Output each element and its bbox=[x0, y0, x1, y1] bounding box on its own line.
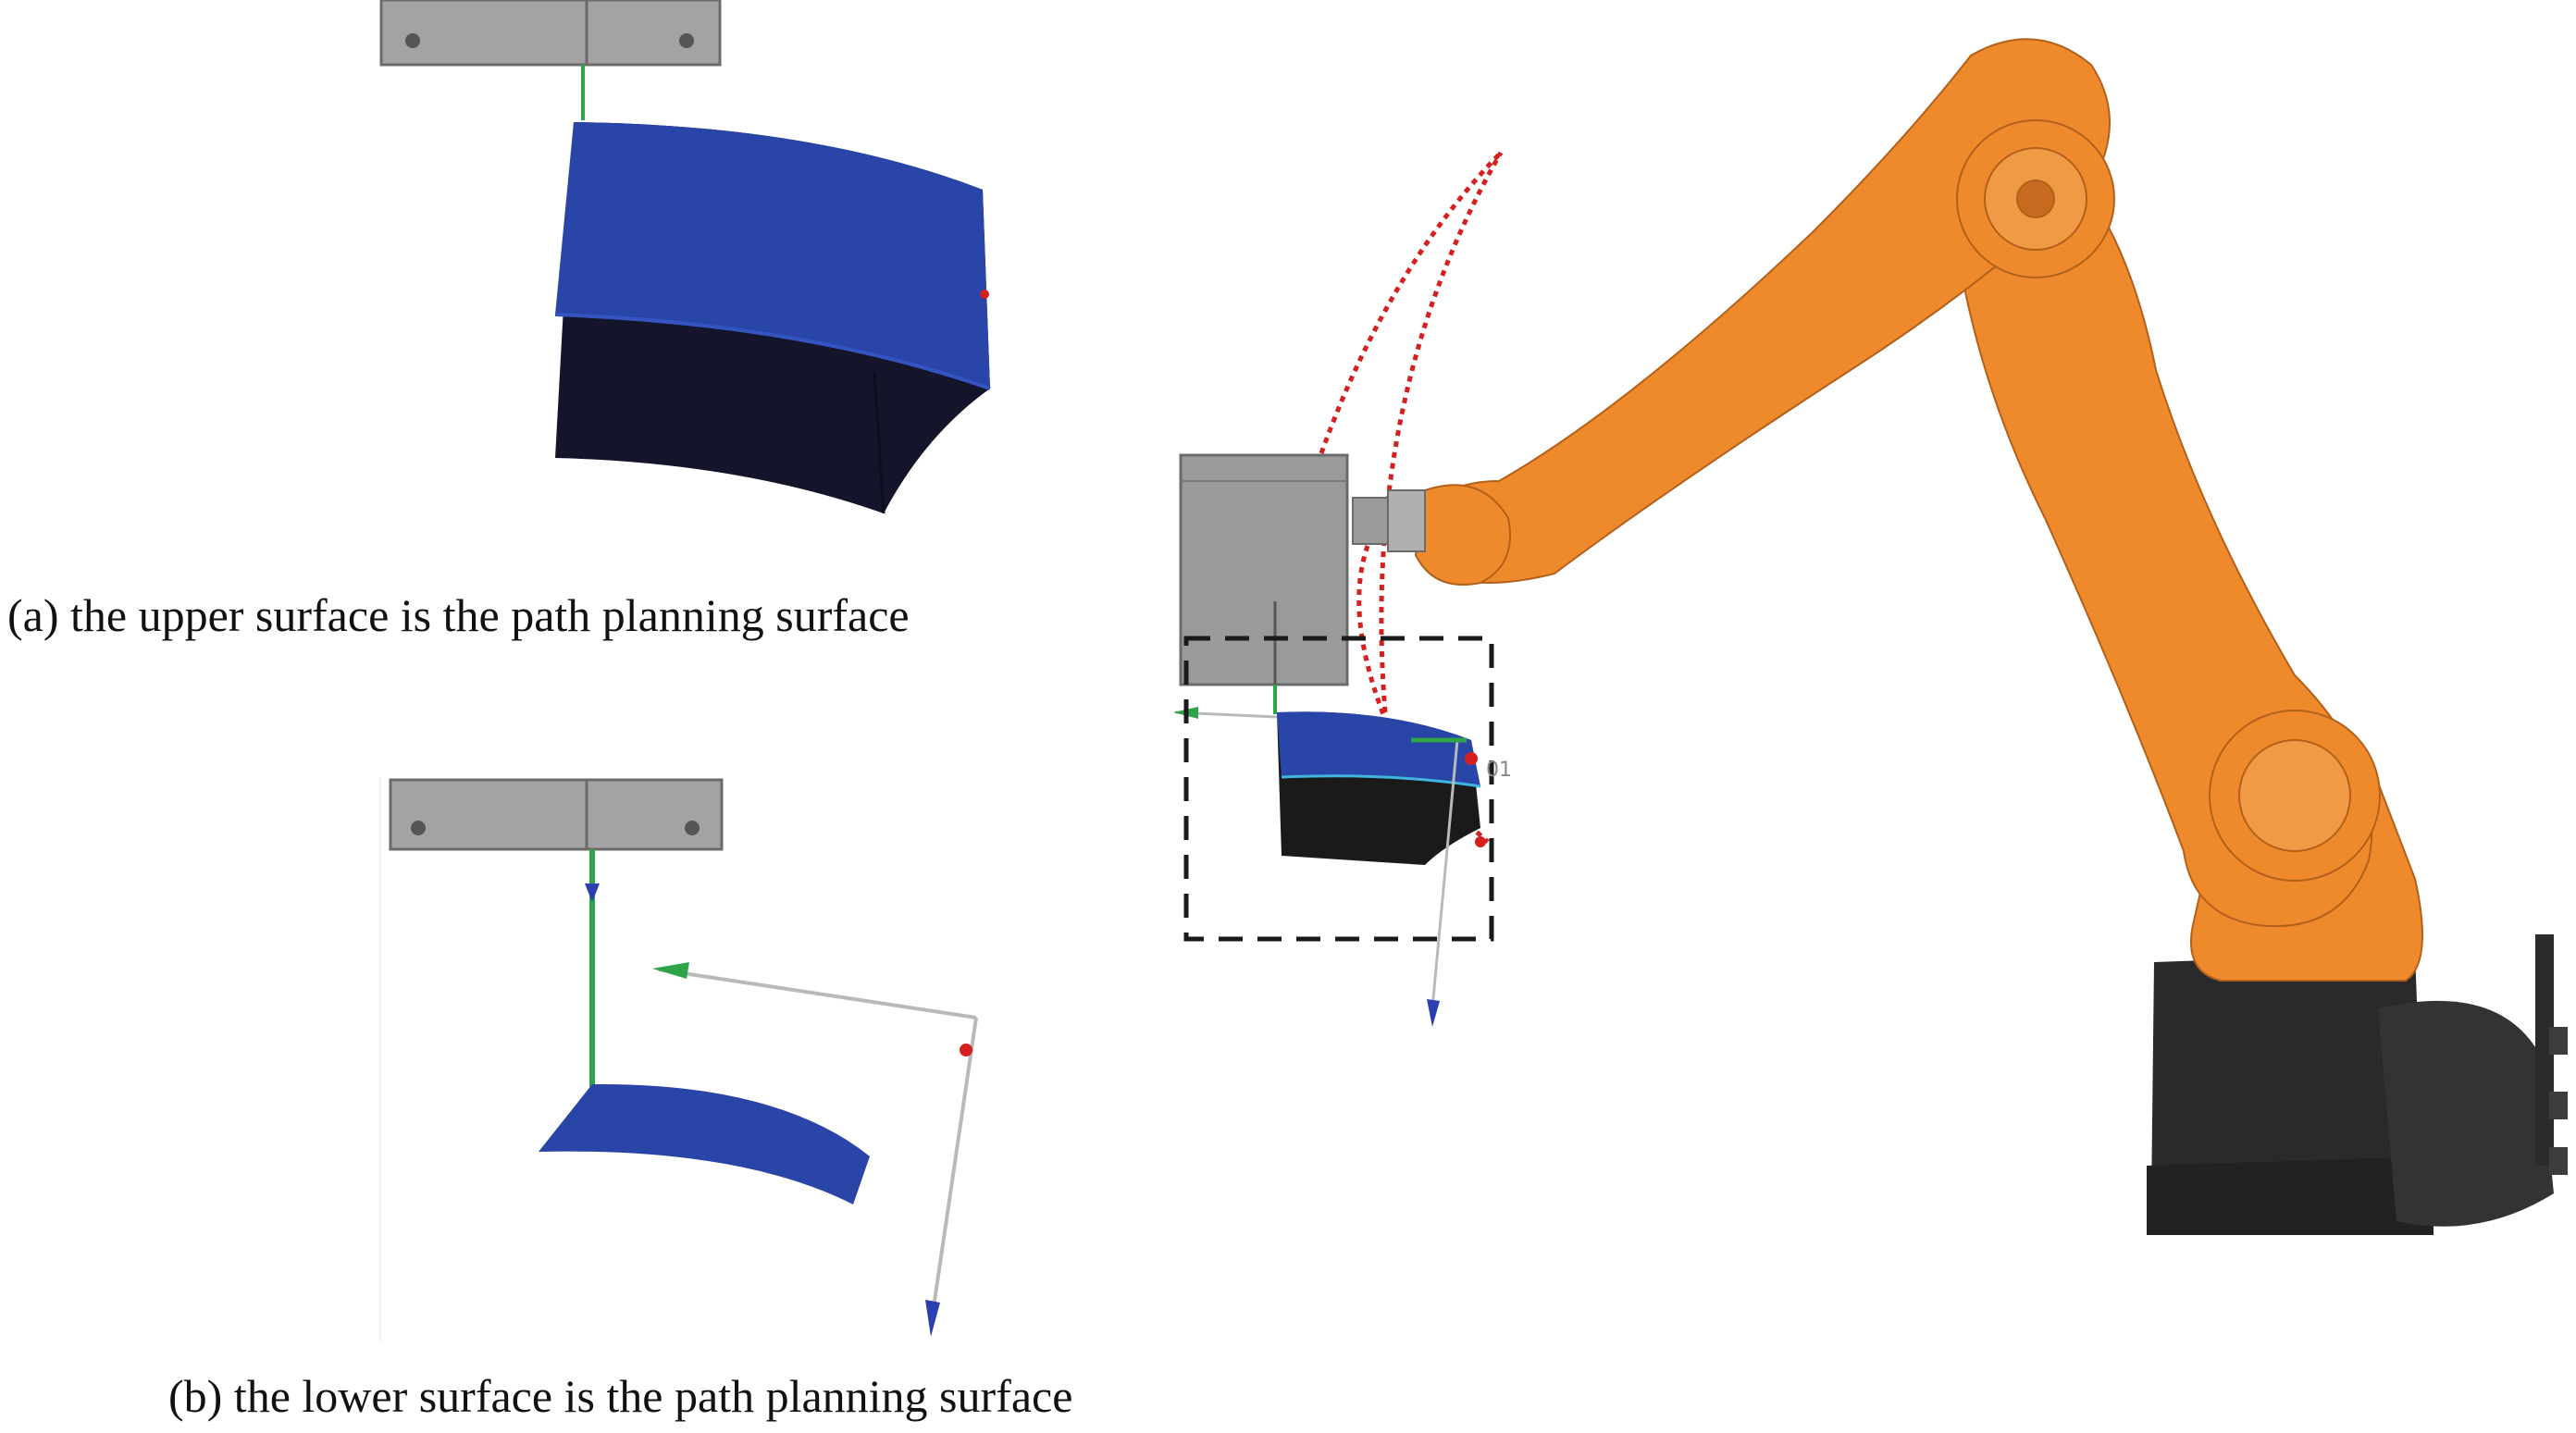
robot-lower-arm bbox=[1951, 158, 2423, 982]
lower-surface-b bbox=[539, 1083, 870, 1204]
screw-icon bbox=[679, 33, 694, 48]
robot-scene bbox=[1173, 38, 2568, 1235]
frame-origin-b bbox=[960, 1044, 972, 1056]
robot-upper-arm bbox=[1414, 38, 2115, 586]
robot-wrist bbox=[1352, 489, 1426, 552]
caption-a: (a) the upper surface is the path planni… bbox=[7, 589, 910, 641]
axis-arrow-icon bbox=[585, 883, 600, 902]
axis-arrow-icon bbox=[925, 1300, 940, 1337]
end-effector bbox=[1179, 453, 1349, 714]
workpiece-frame bbox=[1173, 707, 1486, 1027]
frame-x-axis-b bbox=[658, 968, 977, 1019]
axis-arrow-icon bbox=[652, 962, 689, 979]
tool-mount-a bbox=[379, 0, 722, 67]
robot-base bbox=[2147, 934, 2568, 1235]
axis-arrow-icon bbox=[1427, 999, 1440, 1027]
screw-icon bbox=[411, 821, 426, 835]
screw-icon bbox=[405, 33, 420, 48]
workpiece-scene bbox=[1277, 711, 1481, 865]
tool-mount-b bbox=[389, 778, 724, 851]
frame-z-axis-b bbox=[931, 1017, 978, 1315]
screw-icon bbox=[685, 821, 700, 835]
frame-callout-label: 01 bbox=[1486, 759, 1512, 782]
highlight-frame bbox=[1183, 636, 1494, 942]
panel-a bbox=[379, 0, 991, 514]
caption-b: (b) the lower surface is the path planni… bbox=[168, 1370, 1073, 1422]
panel-b bbox=[379, 777, 978, 1341]
workpiece-a bbox=[554, 122, 991, 514]
